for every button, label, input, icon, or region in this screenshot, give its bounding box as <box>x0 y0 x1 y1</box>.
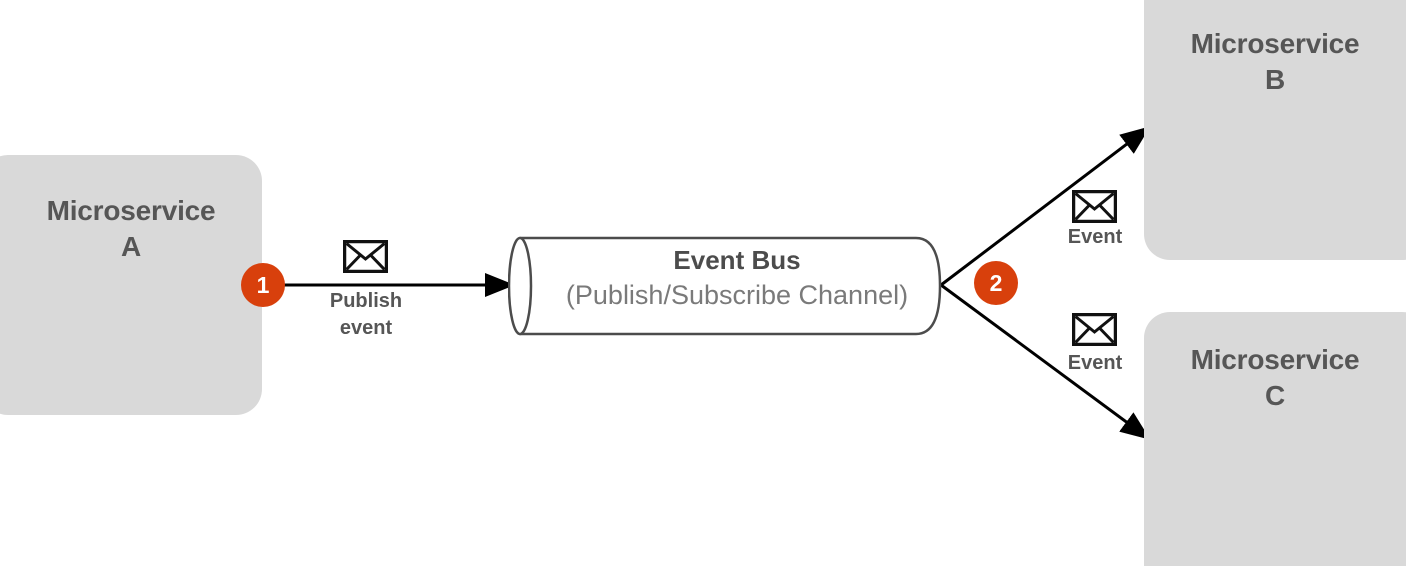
publish-event-line1: Publish <box>329 290 403 312</box>
node-microservice-c[interactable]: Microservice C <box>1144 312 1406 566</box>
microservice-a-label: Microservice A <box>0 193 262 265</box>
publish-event-label: Publish event <box>300 288 432 342</box>
microservice-a-line2: A <box>120 231 142 262</box>
event-bus-cylinder-shape <box>508 236 942 336</box>
microservice-b-label: Microservice B <box>1144 26 1406 98</box>
microservice-c-line2: C <box>1264 380 1286 411</box>
publish-event-line2: event <box>339 317 393 339</box>
microservice-b-line1: Microservice <box>1190 28 1360 59</box>
event-label-to-c: Event <box>1067 352 1123 374</box>
event-label-to-b: Event <box>1067 226 1123 248</box>
envelope-icon <box>1072 313 1117 346</box>
envelope-icon <box>343 240 388 273</box>
microservice-b-line2: B <box>1264 64 1286 95</box>
microservice-c-line1: Microservice <box>1190 344 1360 375</box>
node-microservice-b[interactable]: Microservice B <box>1144 0 1406 260</box>
microservice-a-line1: Microservice <box>46 195 216 226</box>
step-badge-2[interactable]: 2 <box>974 261 1018 305</box>
node-event-bus[interactable]: Event Bus (Publish/Subscribe Channel) <box>508 236 942 336</box>
node-microservice-a[interactable]: Microservice A <box>0 155 262 415</box>
envelope-icon <box>1072 190 1117 223</box>
microservice-c-label: Microservice C <box>1144 342 1406 414</box>
step-badge-1[interactable]: 1 <box>241 263 285 307</box>
